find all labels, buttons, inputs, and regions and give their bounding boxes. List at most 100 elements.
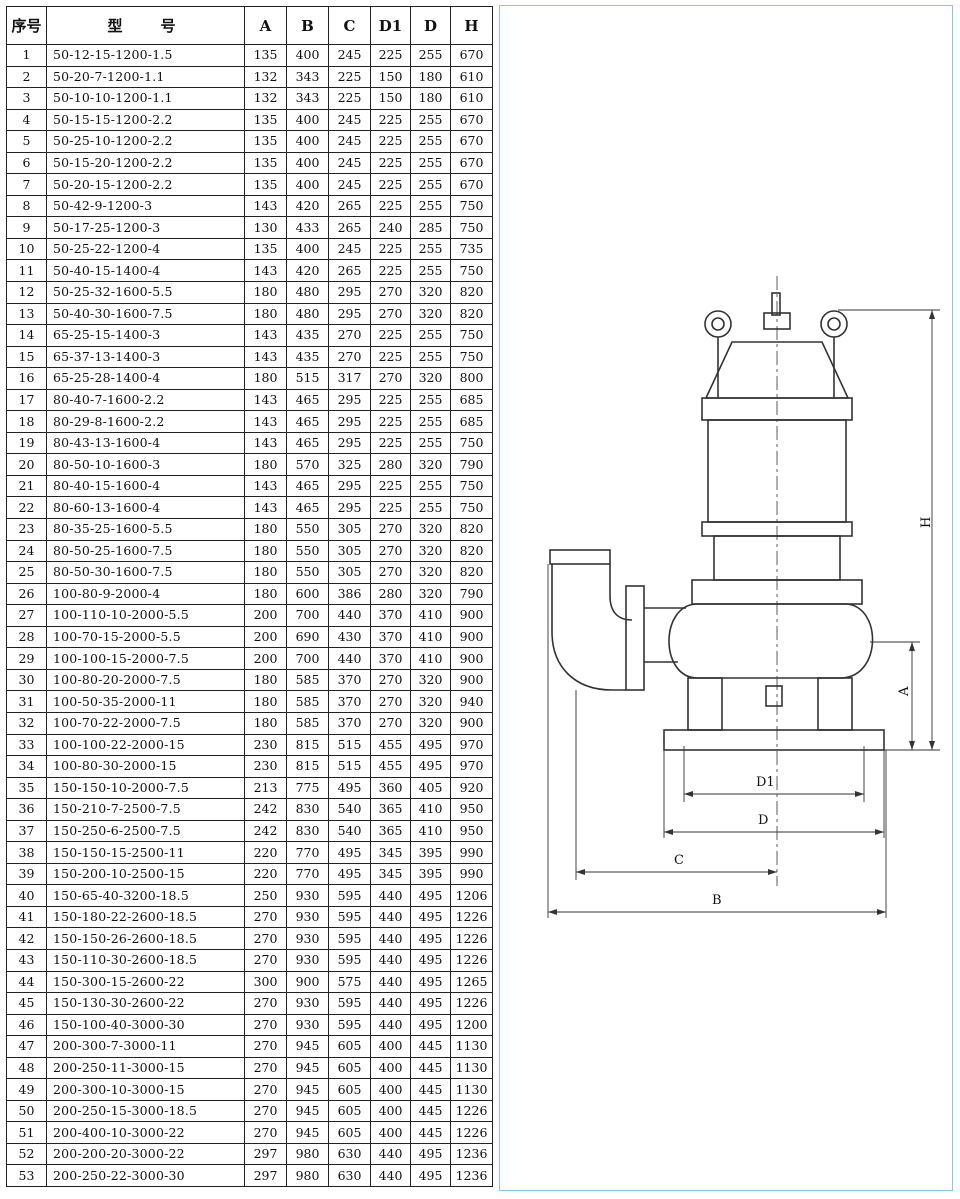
cell-a: 270 [244,927,287,950]
cell-model: 150-65-40-3200-18.5 [46,884,245,907]
cell-h: 790 [450,453,493,476]
base-leg-left [687,677,723,731]
cell-d: 180 [410,87,451,110]
cell-model: 50-25-32-1600-5.5 [46,281,245,304]
cell-b: 830 [286,819,329,843]
cell-model: 100-70-22-2000-7.5 [46,711,245,735]
cell-b: 465 [286,474,329,498]
cell-a: 180 [244,518,287,541]
cell-c: 295 [328,496,371,520]
cell-a: 180 [244,367,287,390]
cell-d: 445 [410,1121,451,1144]
cell-no: 26 [6,582,47,606]
cell-c: 430 [328,625,371,649]
cell-c: 270 [328,324,371,347]
cell-b: 400 [286,151,329,175]
cell-no: 39 [6,862,47,886]
cell-no: 46 [6,1013,47,1037]
header-d: D [410,6,451,45]
cell-model: 50-20-15-1200-2.2 [46,173,245,196]
cell-no: 29 [6,647,47,670]
cell-d1: 270 [370,561,411,584]
cell-model: 150-200-10-2500-15 [46,862,245,886]
cell-b: 400 [286,44,329,67]
cell-no: 14 [6,324,47,347]
cell-c: 495 [328,776,371,800]
cell-h: 750 [450,496,493,520]
cell-d1: 455 [370,755,411,778]
cell-no: 12 [6,281,47,304]
cell-a: 200 [244,604,287,627]
cell-a: 135 [244,130,287,153]
cell-model: 200-250-15-3000-18.5 [46,1099,245,1123]
cell-a: 200 [244,625,287,649]
cell-h: 1226 [450,905,493,929]
cell-a: 220 [244,862,287,886]
outlet-flange [625,585,645,691]
cell-a: 143 [244,194,287,218]
cell-model: 100-80-20-2000-7.5 [46,668,245,692]
cell-a: 180 [244,582,287,606]
cell-model: 80-50-10-1600-3 [46,453,245,476]
cell-model: 50-10-10-1200-1.1 [46,87,245,110]
cell-h: 900 [450,711,493,735]
cell-no: 11 [6,259,47,283]
cell-a: 270 [244,948,287,972]
cell-no: 53 [6,1164,47,1187]
cell-d1: 270 [370,281,411,304]
cell-c: 595 [328,884,371,907]
cell-h: 670 [450,151,493,175]
cell-d: 410 [410,647,451,670]
cell-h: 820 [450,518,493,541]
cell-no: 22 [6,496,47,520]
cell-d1: 270 [370,668,411,692]
cell-b: 700 [286,604,329,627]
cell-d: 320 [410,561,451,584]
cell-d: 320 [410,367,451,390]
cell-d1: 270 [370,690,411,713]
cell-d1: 225 [370,151,411,175]
cell-model: 150-300-15-2600-22 [46,970,245,994]
cell-no: 28 [6,625,47,649]
cell-a: 270 [244,1035,287,1058]
cell-h: 750 [450,324,493,347]
cell-c: 515 [328,755,371,778]
cell-d: 410 [410,625,451,649]
cell-model: 80-35-25-1600-5.5 [46,518,245,541]
cell-c: 370 [328,711,371,735]
cell-b: 700 [286,647,329,670]
cell-h: 820 [450,281,493,304]
cell-model: 150-210-7-2500-7.5 [46,798,245,821]
cell-d: 445 [410,1078,451,1101]
cell-c: 265 [328,259,371,283]
header-c: C [328,6,371,45]
cell-c: 515 [328,733,371,757]
cell-a: 143 [244,388,287,412]
cell-d1: 225 [370,108,411,132]
cell-model: 100-70-15-2000-5.5 [46,625,245,649]
cell-model: 50-42-9-1200-3 [46,194,245,218]
cell-d: 320 [410,539,451,563]
cell-c: 605 [328,1121,371,1144]
cell-d: 445 [410,1056,451,1080]
cell-d1: 345 [370,841,411,864]
cell-a: 143 [244,474,287,498]
cell-d1: 270 [370,711,411,735]
